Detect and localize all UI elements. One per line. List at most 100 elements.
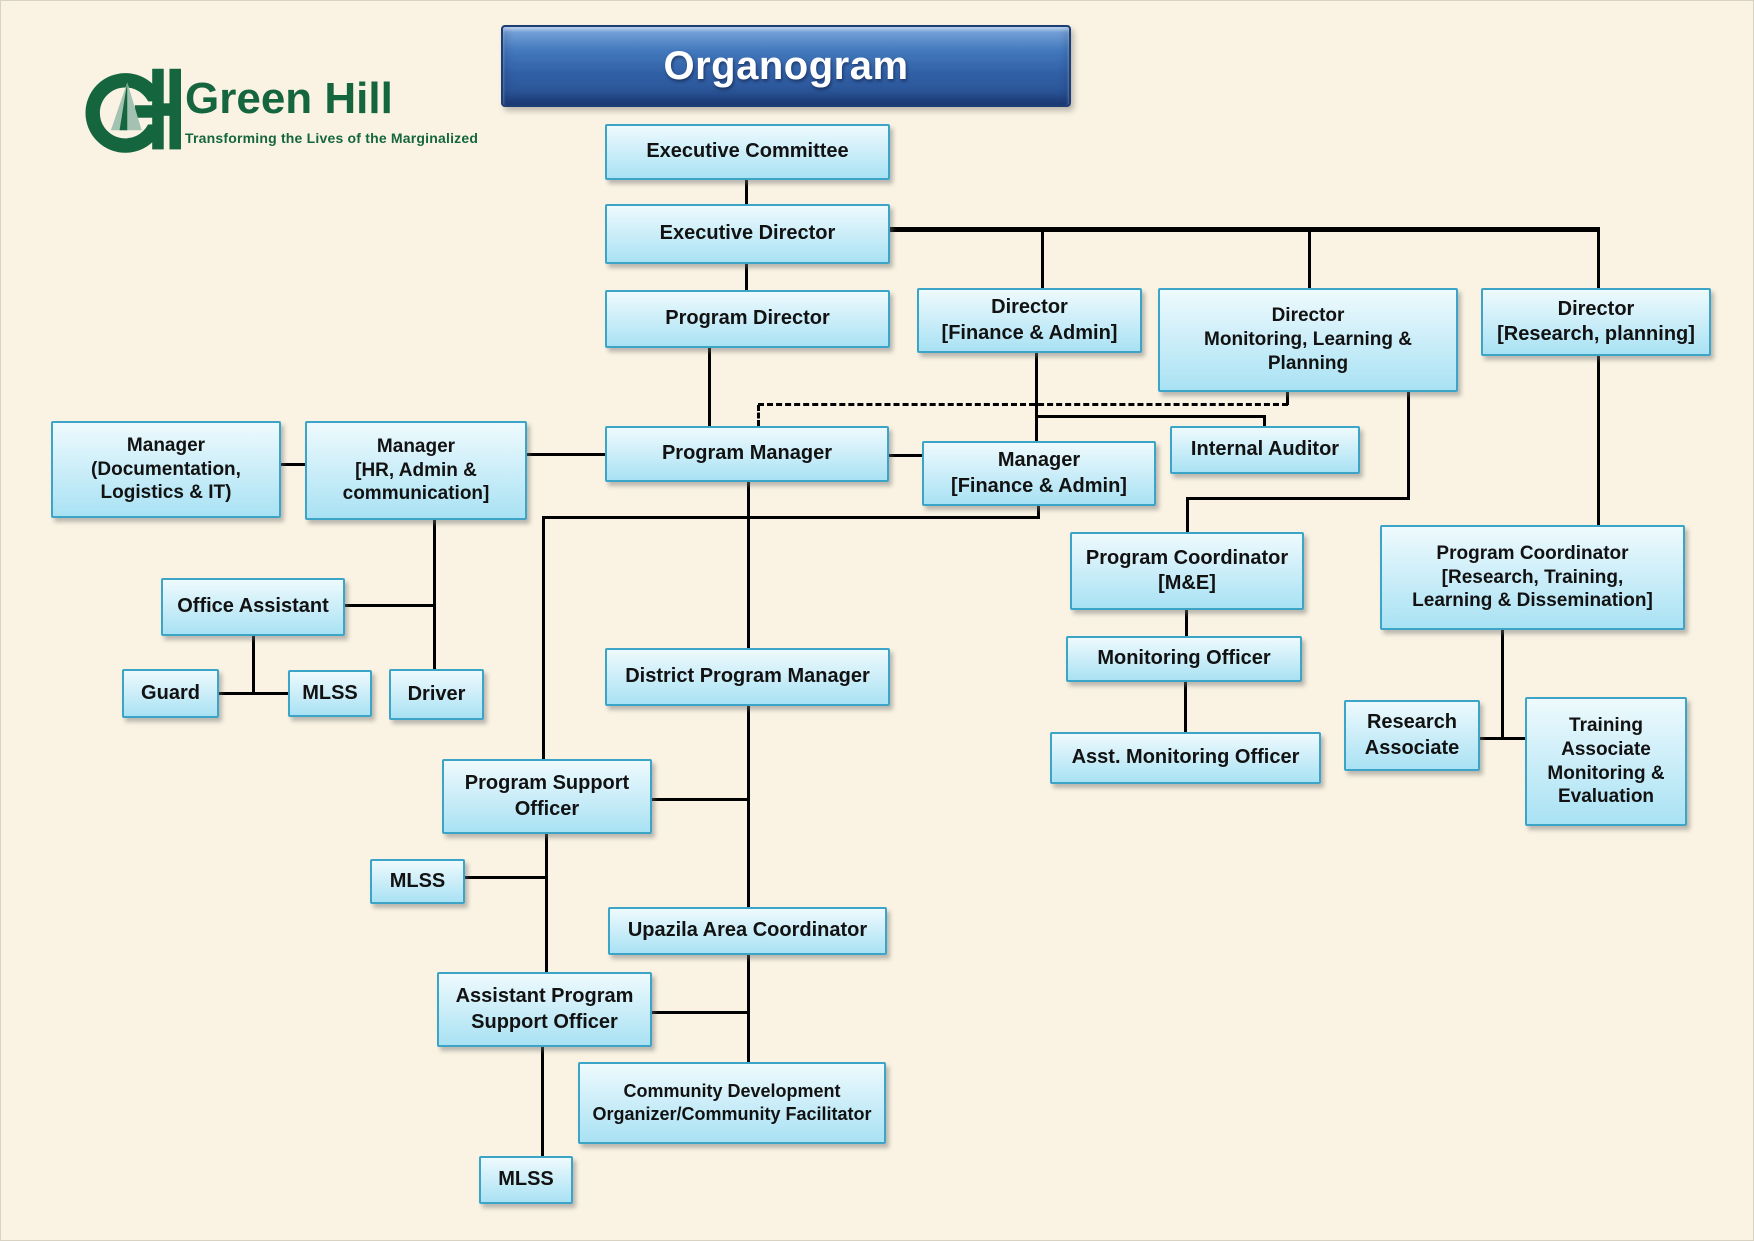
connector-drop-director-research [1597, 230, 1600, 288]
connector-uac-cdo [747, 955, 750, 1062]
connector-pm-dpm [747, 482, 750, 648]
org-node-district-program-manager: District Program Manager [605, 648, 890, 706]
org-node-label: Director Monitoring, Learning & Planning [1204, 305, 1412, 374]
org-node-label: MLSS [302, 681, 358, 704]
org-node-asst-monitoring-officer: Asst. Monitoring Officer [1050, 732, 1321, 784]
connector-mfa-drop [1037, 506, 1040, 519]
connector-mhr-pm [527, 453, 605, 456]
connector-dashed-tick-dmlp [1286, 392, 1289, 405]
connector-left-spine-pso [542, 516, 545, 759]
org-node-mlss-admin: MLSS [288, 670, 372, 717]
org-node-label: Director [Finance & Admin] [941, 296, 1118, 344]
org-node-director-monitoring-learning-planning: Director Monitoring, Learning & Planning [1158, 288, 1458, 392]
connector-mlss-pso-link [465, 876, 545, 879]
org-node-program-director: Program Director [605, 290, 890, 348]
connector-ra-tame [1480, 737, 1525, 740]
org-node-program-manager: Program Manager [605, 426, 889, 482]
connector-ed-branch-horizontal [890, 227, 1600, 232]
org-node-label: Monitoring Officer [1097, 647, 1271, 670]
connector-pcme-feed [1186, 497, 1189, 532]
org-node-label: Internal Auditor [1190, 438, 1340, 461]
org-node-label: Manager (Documentation, Logistics & IT) [91, 434, 241, 504]
org-node-label: Research Associate [1364, 711, 1460, 759]
org-node-label: MLSS [389, 869, 446, 892]
org-node-label: Asst. Monitoring Officer [1071, 746, 1300, 769]
connector-mhr-driver [433, 520, 436, 669]
org-node-label: MLSS [498, 1168, 554, 1191]
connector-drop-director-mlp [1308, 230, 1311, 288]
org-node-label: Community Development Organizer/Communit… [592, 1081, 872, 1124]
green-hill-logo-icon [85, 68, 181, 153]
connector-guard-mlss [219, 692, 288, 695]
org-node-label: Upazila Area Coordinator [627, 919, 868, 942]
org-node-program-coordinator-me: Program Coordinator [M&E] [1070, 532, 1304, 610]
org-node-training-associate-me: Training Associate Monitoring & Evaluati… [1525, 697, 1687, 826]
title-banner: Organogram [501, 25, 1071, 107]
connector-dashed-horizontal [758, 403, 1288, 406]
org-node-assistant-program-support-officer: Assistant Program Support Officer [437, 972, 652, 1047]
connector-oa-drop [252, 636, 255, 695]
org-node-label: Program Coordinator [M&E] [1085, 546, 1289, 594]
org-node-label: Guard [141, 681, 200, 704]
green-hill-logo: Green Hill Transforming the Lives of the… [85, 63, 478, 159]
org-node-mlss-bottom: MLSS [479, 1156, 573, 1204]
connector-oa-link [345, 604, 435, 607]
org-node-executive-committee: Executive Committee [605, 124, 890, 180]
org-node-label: Training Associate Monitoring & Evaluati… [1547, 714, 1665, 808]
connector-pcme-mo [1185, 610, 1188, 636]
org-node-guard: Guard [122, 669, 219, 718]
org-node-label: Program Support Officer [464, 772, 630, 820]
org-node-director-research-planning: Director [Research, planning] [1481, 288, 1711, 356]
logo-text: Green Hill Transforming the Lives of the… [185, 63, 479, 147]
connector-mo-amo [1184, 682, 1187, 732]
org-node-mlss-pso: MLSS [370, 859, 465, 904]
org-node-monitoring-officer: Monitoring Officer [1066, 636, 1302, 682]
logo-tagline: Transforming the Lives of the Marginaliz… [185, 130, 479, 146]
connector-pso-apso [545, 834, 548, 972]
connector-mdoc-mhr [281, 463, 305, 466]
connector-pso-spine-link [652, 798, 748, 801]
connector-dfa-mfa [1035, 353, 1038, 441]
connector-ed-pd [745, 264, 748, 290]
connector-apso-spine-link [652, 1011, 748, 1014]
org-node-internal-auditor: Internal Auditor [1170, 426, 1360, 474]
org-node-research-associate: Research Associate [1344, 700, 1480, 771]
org-node-office-assistant: Office Assistant [161, 578, 345, 636]
org-node-program-coordinator-research-training: Program Coordinator [Research, Training,… [1380, 525, 1685, 630]
connector-dmlp-pcme-horizontal [1186, 497, 1410, 500]
connector-admin-row-horizontal [542, 516, 1040, 519]
page-title: Organogram [663, 43, 909, 88]
connector-apso-mlss [541, 1047, 544, 1156]
org-node-manager-documentation-logistics-it: Manager (Documentation, Logistics & IT) [51, 421, 281, 518]
org-node-label: Program Manager [661, 442, 833, 465]
org-node-program-support-officer: Program Support Officer [442, 759, 652, 834]
connector-pd-pm [708, 348, 711, 426]
org-node-label: Executive Director [659, 222, 836, 245]
logo-name: Green Hill [185, 74, 393, 123]
connector-dfa-ia-drop [1263, 415, 1266, 426]
org-node-label: Program Director [665, 307, 830, 330]
connector-drop-director-finance [1041, 230, 1044, 288]
org-node-manager-finance-admin: Manager [Finance & Admin] [922, 441, 1156, 506]
connector-pcrtld-down [1501, 630, 1504, 740]
org-node-label: Executive Committee [646, 140, 849, 163]
org-node-community-development-organizer: Community Development Organizer/Communit… [578, 1062, 886, 1144]
connector-dmlp-down [1407, 392, 1410, 500]
connector-dashed-drop-pm [757, 405, 760, 426]
org-node-label: Driver [407, 682, 466, 705]
connector-drp-pcrtld [1597, 356, 1600, 525]
org-node-label: Manager [HR, Admin & communication] [342, 435, 490, 505]
org-node-label: Program Coordinator [Research, Training,… [1412, 542, 1653, 612]
org-node-upazila-area-coordinator: Upazila Area Coordinator [608, 907, 887, 955]
connector-ec-ed [745, 180, 748, 204]
connector-dpm-uac [747, 706, 750, 907]
org-node-label: Manager [Finance & Admin] [951, 449, 1127, 497]
org-node-label: District Program Manager [625, 665, 870, 688]
connector-dfa-ia-horizontal [1035, 415, 1266, 418]
org-node-manager-hr-admin-communication: Manager [HR, Admin & communication] [305, 421, 527, 520]
connector-pm-mfa [889, 454, 922, 457]
org-node-label: Office Assistant [177, 595, 329, 618]
org-node-director-finance-admin: Director [Finance & Admin] [917, 288, 1142, 353]
org-node-executive-director: Executive Director [605, 204, 890, 264]
